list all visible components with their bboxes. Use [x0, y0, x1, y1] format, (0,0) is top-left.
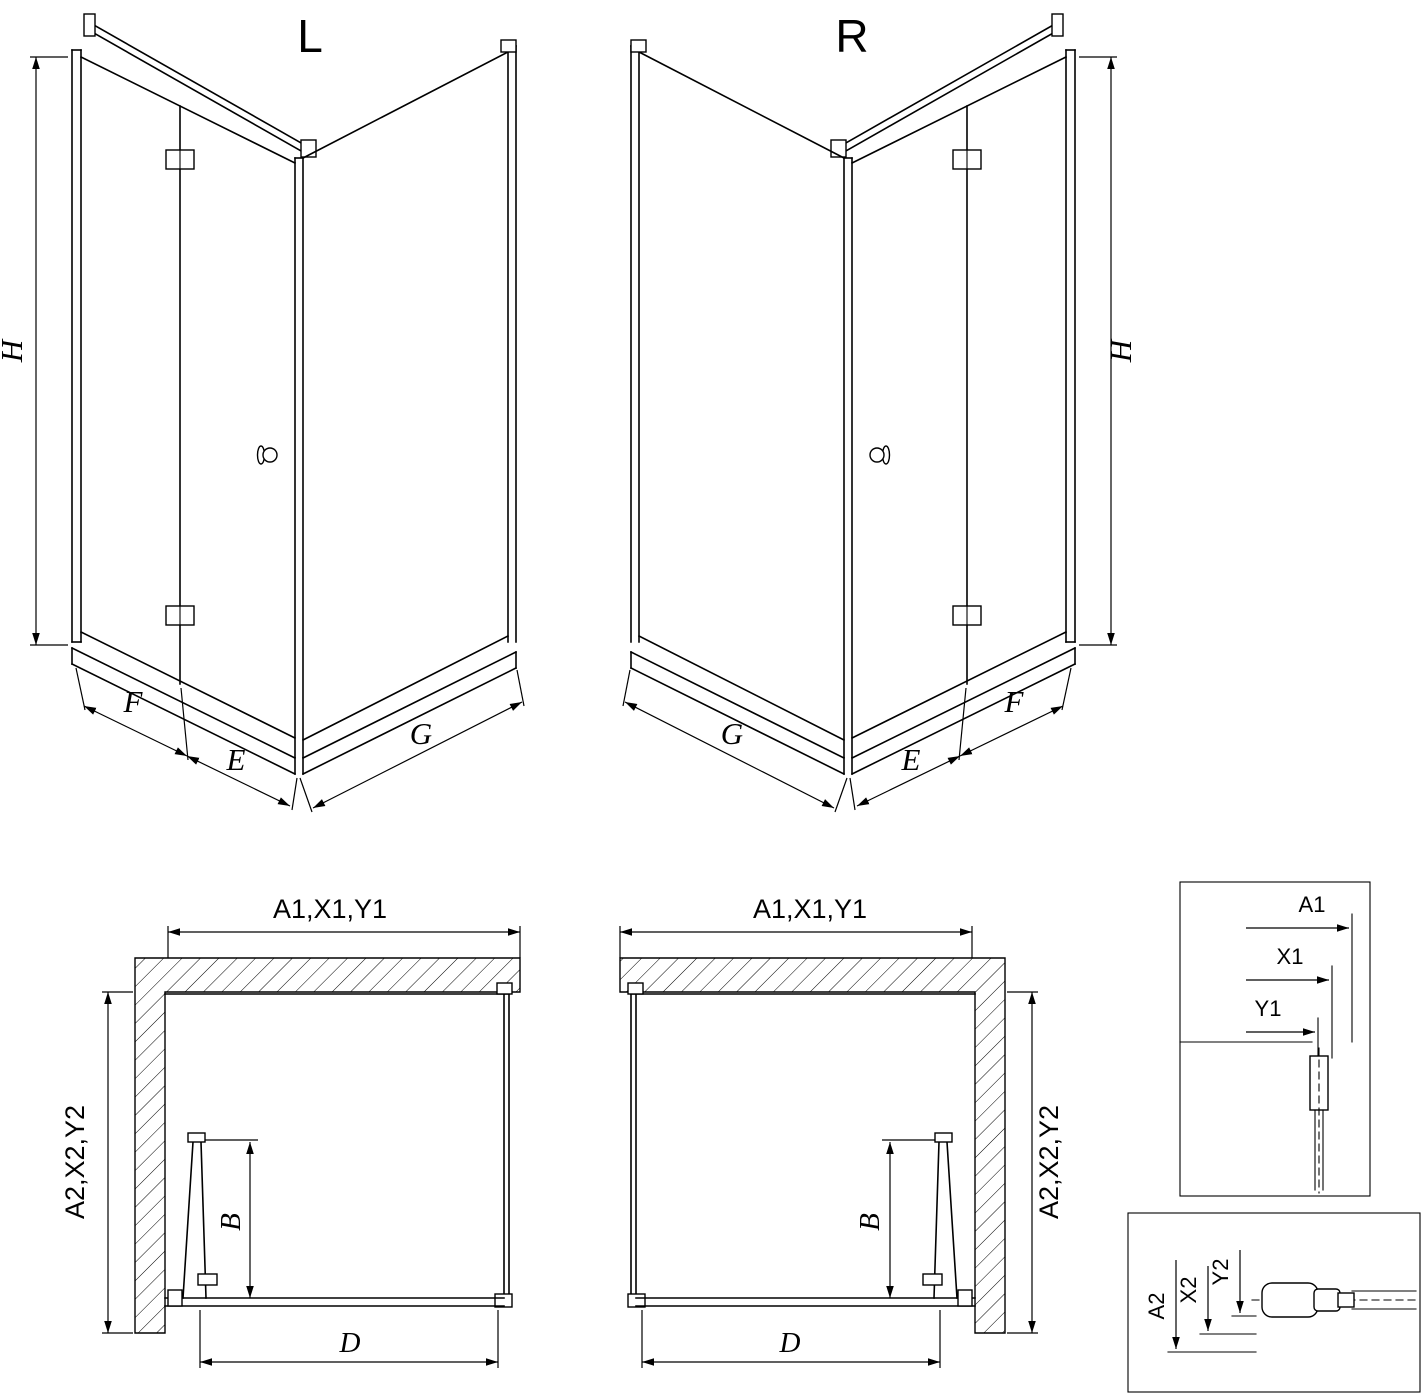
detail-label-x1: X1 [1277, 944, 1304, 969]
dimension-f-left: F [75, 667, 189, 761]
bifold-door-left [79, 55, 297, 740]
corner-post-right [843, 157, 853, 758]
dimension-d-left: D [199, 1310, 499, 1368]
dim-label-d: D [339, 1327, 361, 1359]
dim-label-h: H [1103, 338, 1138, 363]
corner-post-left [294, 157, 304, 758]
glass-profile-section [1309, 1047, 1329, 1194]
wall-bracket [1051, 13, 1064, 37]
dimension-a1-right: A1,X1,Y1 [619, 894, 973, 958]
dim-label-a1x1y1: A1,X1,Y1 [753, 894, 867, 924]
perspective-view-left: L [0, 10, 525, 813]
wall-profile-right [1065, 49, 1076, 643]
detail-label-x2: X2 [1176, 1277, 1201, 1304]
corner-bracket [496, 982, 513, 995]
dimension-a1-left: A1,X1,Y1 [167, 894, 521, 958]
wall-profile-left [71, 49, 82, 643]
door-pivot-cap [187, 1132, 206, 1143]
plan-view-left: A1,X1,Y1 A2,X2,Y2 B D [60, 894, 521, 1368]
dim-label-e: E [226, 742, 246, 777]
dim-label-d: D [779, 1327, 801, 1359]
corner-bracket [627, 982, 644, 995]
door-pivot-cap [934, 1132, 953, 1143]
dimension-f-right: F [958, 667, 1072, 761]
view-right-title: R [835, 10, 868, 62]
view-left-title: L [297, 10, 323, 62]
wall-profile-foot [167, 1289, 183, 1307]
bottom-profile-section [1251, 1282, 1417, 1318]
dim-label-a2x2y2: A2,X2,Y2 [1034, 1105, 1064, 1219]
dim-label-f: F [1004, 684, 1025, 719]
plan-door-right [922, 1132, 973, 1307]
top-bar-left [83, 13, 317, 158]
dim-label-e: E [901, 742, 921, 777]
foot-bracket [494, 1293, 513, 1308]
plan-glass-left [164, 982, 513, 1308]
dim-label-a1x1y1: A1,X1,Y1 [273, 894, 387, 924]
detail-label-a2: A2 [1144, 1293, 1169, 1320]
dim-label-h: H [0, 338, 29, 363]
door-handle [262, 447, 278, 463]
dim-label-g: G [410, 716, 432, 751]
detail-frame [1127, 1212, 1421, 1393]
dim-label-b: B [215, 1213, 247, 1231]
dim-label-a2x2y2: A2,X2,Y2 [60, 1105, 90, 1219]
foot-bracket [627, 1293, 646, 1308]
dimension-g-right: G [622, 669, 848, 813]
detail-frame [1179, 881, 1371, 1197]
hinge-block [922, 1273, 943, 1286]
dimension-e-right: E [849, 742, 961, 811]
dim-label-f: F [123, 684, 144, 719]
dimension-b-left: B [205, 1139, 258, 1298]
plan-door-left [167, 1132, 218, 1307]
bifold-door-right [850, 55, 1068, 740]
dimension-h-right: H [1079, 56, 1138, 646]
door-handle [869, 447, 885, 463]
hinge-block [197, 1273, 218, 1286]
detail-label-y2: Y2 [1208, 1259, 1233, 1286]
plan-glass-right [627, 982, 976, 1308]
plan-view-right: A1,X1,Y1 A2,X2,Y2 B D [619, 894, 1064, 1368]
wall-bracket [83, 13, 96, 37]
dimension-d-right: D [641, 1310, 941, 1368]
top-bracket [500, 39, 517, 53]
return-panel-left-view [301, 39, 517, 742]
dimension-g-left: G [299, 669, 525, 813]
dim-label-g: G [721, 716, 743, 751]
detail-label-y1: Y1 [1255, 996, 1282, 1021]
return-panel-right-view [630, 39, 846, 742]
dimension-a2-left: A2,X2,Y2 [60, 991, 133, 1334]
detail-label-a1: A1 [1299, 892, 1326, 917]
dimension-a2-right: A2,X2,Y2 [1007, 991, 1064, 1334]
wall-profile-foot [957, 1289, 973, 1307]
dimension-h-left: H [0, 56, 68, 646]
detail-view-top: A1 X1 Y1 [1179, 881, 1371, 1197]
dim-label-b: B [854, 1213, 886, 1231]
dimension-e-left: E [186, 742, 298, 811]
top-bracket [630, 39, 647, 53]
detail-view-bottom: A2 X2 Y2 [1127, 1212, 1421, 1393]
dimension-b-right: B [854, 1139, 935, 1298]
perspective-view-right: R [622, 10, 1138, 813]
